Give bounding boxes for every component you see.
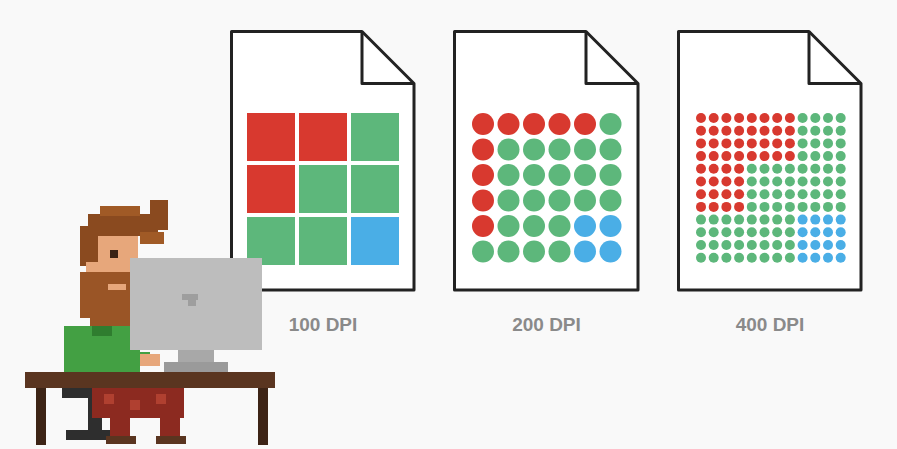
dpi-label: 100 DPI <box>210 314 436 336</box>
document-icon: 200 DPI <box>453 30 640 292</box>
document-outline <box>677 30 863 292</box>
dpi-label: 200 DPI <box>433 314 660 336</box>
dpi-label: 400 DPI <box>657 314 883 336</box>
document-outline <box>230 30 416 292</box>
document-icon: 400 DPI <box>677 30 863 292</box>
document-icon: 100 DPI <box>230 30 416 292</box>
document-outline <box>453 30 640 292</box>
